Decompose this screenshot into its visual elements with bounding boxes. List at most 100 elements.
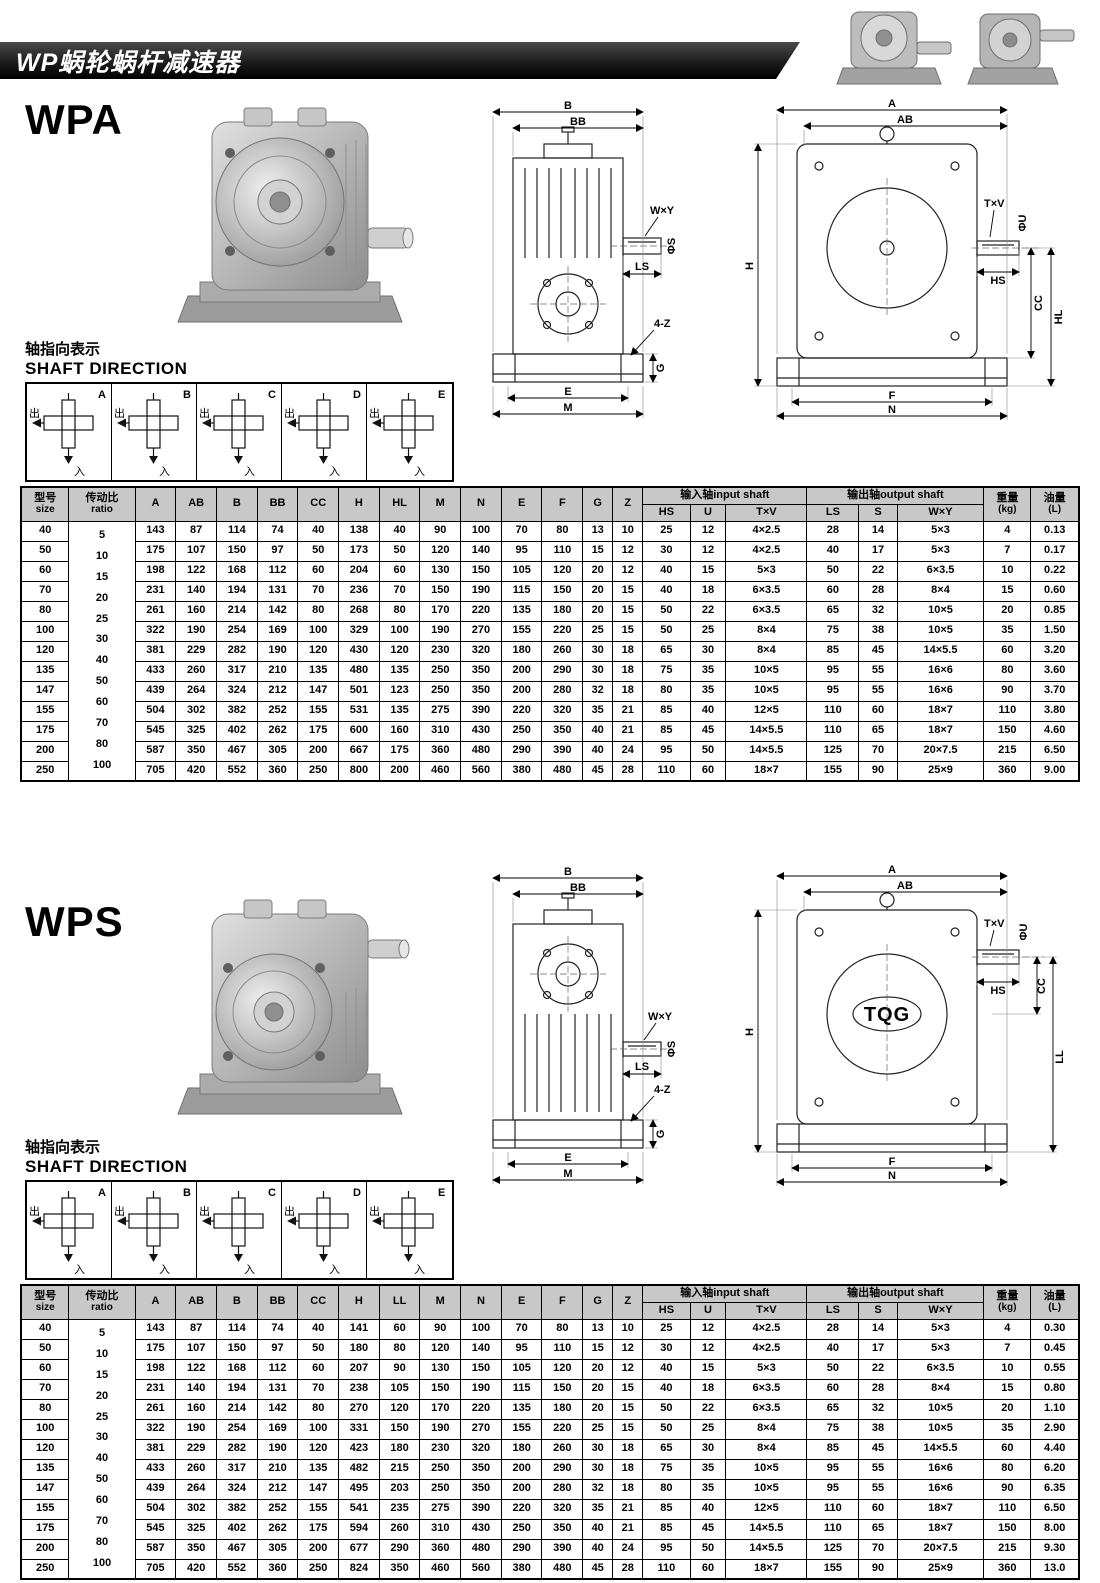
dim-label-phiu: ΦU bbox=[1018, 923, 1030, 940]
value-cell: 4.40 bbox=[1030, 1438, 1080, 1460]
value-cell: 250 bbox=[297, 760, 340, 782]
value-cell: 270 bbox=[460, 1418, 502, 1440]
value-cell: 12 bbox=[612, 560, 644, 582]
value-cell: 30 bbox=[582, 1458, 614, 1480]
direction-letter: D bbox=[353, 1187, 361, 1199]
value-cell: 135 bbox=[297, 1458, 340, 1480]
header-product-photos bbox=[829, 4, 1086, 90]
value-cell: 10×5 bbox=[896, 600, 985, 622]
value-cell: 135 bbox=[500, 600, 543, 622]
in-label: 入 bbox=[329, 466, 340, 478]
value-cell: 125 bbox=[806, 1538, 860, 1560]
dim-label-f: F bbox=[889, 390, 896, 402]
ratio-value: 70 bbox=[95, 717, 109, 730]
value-cell: 18 bbox=[612, 1458, 644, 1480]
value-cell: 325 bbox=[175, 720, 217, 742]
value-cell: 75 bbox=[642, 660, 691, 682]
extension-lines bbox=[492, 882, 662, 1184]
shaft-direction-glyph: 出入E bbox=[369, 1187, 445, 1276]
value-cell: 5×3 bbox=[725, 560, 808, 582]
value-cell: 16×6 bbox=[896, 1458, 985, 1480]
value-cell: 80 bbox=[983, 660, 1032, 682]
value-cell: 17 bbox=[858, 540, 898, 562]
value-cell: 155 bbox=[500, 1418, 543, 1440]
value-cell: 402 bbox=[215, 1518, 258, 1540]
value-cell: 4×2.5 bbox=[725, 1318, 808, 1340]
value-cell: 504 bbox=[134, 1498, 177, 1520]
value-cell: 252 bbox=[256, 700, 299, 722]
value-cell: 10×5 bbox=[725, 660, 808, 682]
size-cell: 70 bbox=[20, 1378, 70, 1400]
value-cell: 80 bbox=[541, 520, 584, 542]
out-label: 出 bbox=[369, 1204, 380, 1218]
extension-lines bbox=[754, 880, 1057, 1186]
value-cell: 142 bbox=[256, 1398, 299, 1420]
out-label: 出 bbox=[284, 1204, 295, 1218]
value-cell: 70 bbox=[500, 520, 543, 542]
dim-label-bb: BB bbox=[570, 116, 586, 128]
value-cell: 6×3.5 bbox=[896, 1358, 985, 1380]
shaft-direction-glyph: 出入E bbox=[369, 389, 445, 478]
value-cell: 155 bbox=[297, 1498, 340, 1520]
value-cell: 302 bbox=[175, 700, 217, 722]
value-cell: 705 bbox=[134, 760, 177, 782]
size-cell: 40 bbox=[20, 1318, 70, 1340]
value-cell: 25×9 bbox=[896, 1558, 985, 1580]
value-cell: 250 bbox=[419, 660, 462, 682]
value-cell: 262 bbox=[256, 720, 299, 742]
value-cell: 15 bbox=[582, 1338, 614, 1360]
value-cell: 95 bbox=[806, 1478, 860, 1500]
value-cell: 231 bbox=[134, 580, 177, 602]
value-cell: 130 bbox=[419, 1358, 462, 1380]
value-cell: 430 bbox=[460, 720, 502, 742]
value-cell: 12 bbox=[689, 520, 727, 542]
value-cell: 180 bbox=[541, 600, 584, 622]
value-cell: 110 bbox=[541, 540, 584, 562]
value-cell: 100 bbox=[297, 1418, 340, 1440]
size-cell: 100 bbox=[20, 1418, 70, 1440]
value-cell: 480 bbox=[338, 660, 380, 682]
dim-column-header-E: E bbox=[500, 1284, 543, 1320]
value-cell: 35 bbox=[689, 1458, 727, 1480]
value-cell: 14×5.5 bbox=[896, 1438, 985, 1460]
value-cell: 5×3 bbox=[896, 1338, 985, 1360]
value-cell: 30 bbox=[582, 1438, 614, 1460]
value-cell: 8.00 bbox=[1030, 1518, 1080, 1540]
value-cell: 80 bbox=[297, 1398, 340, 1420]
dimension-lines bbox=[753, 871, 1058, 1187]
value-cell: 14×5.5 bbox=[725, 720, 808, 742]
in-label: 入 bbox=[414, 466, 425, 478]
direction-letter: B bbox=[183, 1187, 191, 1199]
value-cell: 21 bbox=[612, 720, 644, 742]
gearbox-front-outline bbox=[492, 126, 662, 383]
value-cell: 600 bbox=[338, 720, 380, 742]
value-cell: 155 bbox=[806, 1558, 860, 1580]
dim-column-header-AB: AB bbox=[175, 486, 217, 522]
value-cell: 15 bbox=[612, 620, 644, 642]
value-cell: 204 bbox=[338, 560, 380, 582]
size-cell: 120 bbox=[20, 640, 70, 662]
value-cell: 190 bbox=[460, 580, 502, 602]
ratio-value: 100 bbox=[92, 759, 112, 772]
value-cell: 18×7 bbox=[896, 720, 985, 742]
output-shaft-group-header: 输出轴output shaft bbox=[806, 486, 985, 505]
value-cell: 824 bbox=[338, 1558, 380, 1580]
value-cell: 252 bbox=[256, 1498, 299, 1520]
size-cell: 60 bbox=[20, 1358, 70, 1380]
value-cell: 12 bbox=[612, 540, 644, 562]
ratio-value: 30 bbox=[95, 1431, 109, 1444]
value-cell: 0.22 bbox=[1030, 560, 1080, 582]
value-cell: 18×7 bbox=[896, 1498, 985, 1520]
value-cell: 65 bbox=[806, 600, 860, 622]
value-cell: 220 bbox=[500, 700, 543, 722]
shaft-direction-glyph: 出入D bbox=[284, 389, 361, 478]
value-cell: 150 bbox=[541, 1378, 584, 1400]
dim-label-wxy: W×Y bbox=[648, 1011, 673, 1023]
value-cell: 280 bbox=[541, 680, 584, 702]
